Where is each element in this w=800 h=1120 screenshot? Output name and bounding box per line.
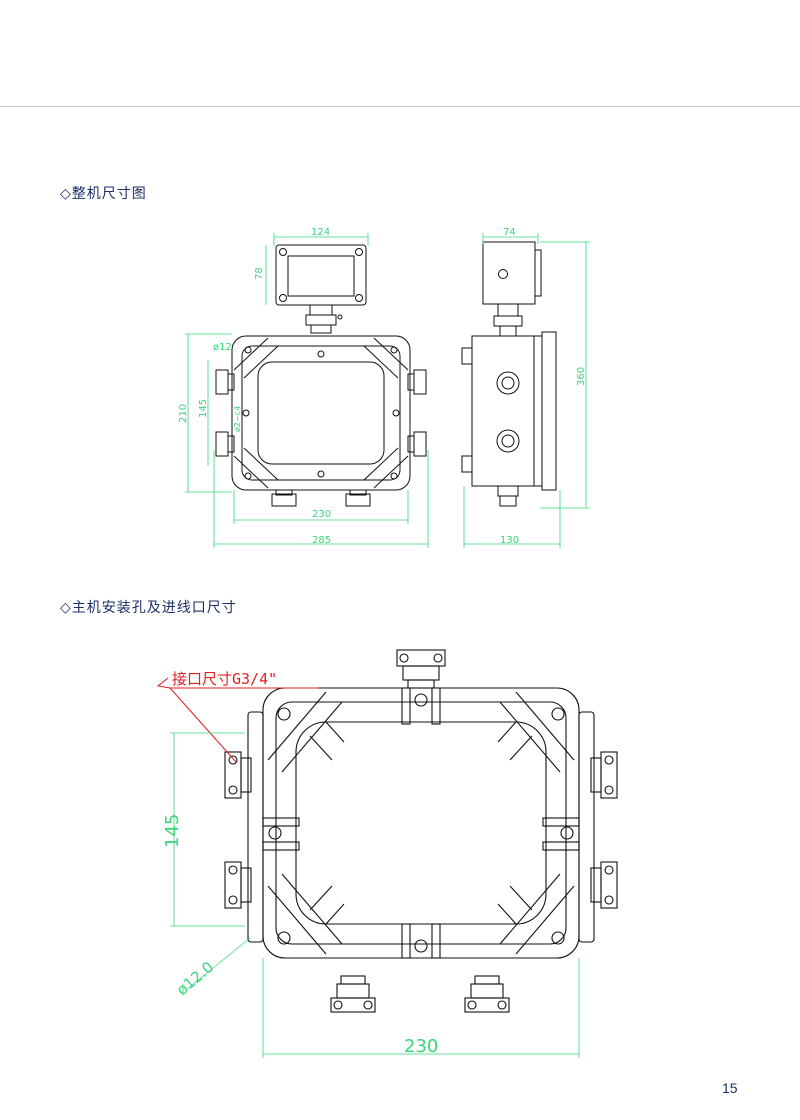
inner-height-dimension: 145 [198,399,209,418]
hole-diameter-dimension: ø12 [213,342,232,353]
total-height-dimension: 360 [576,367,587,386]
top-width-dimension: 124 [311,227,330,238]
small-diameter-dimension: ø2~c4 [233,406,242,432]
detail-diameter-dimension: ø12.0 [173,958,217,999]
page-number: 15 [722,1080,738,1096]
interface-size-annotation: 接口尺寸G3/4" [172,670,277,688]
detail-view [224,649,618,1013]
mounting-dimensions-title: ◇主机安装孔及进线口尺寸 [60,600,237,616]
interface-leader-line [156,677,318,763]
top-height-dimension: 78 [254,267,265,280]
outer-width-dimension: 285 [312,535,331,546]
inner-width-dimension: 230 [312,509,331,520]
detail-dimension-lines [170,732,580,1058]
front-view-dimension-lines [185,233,429,548]
side-bottom-width-dimension: 130 [500,535,519,546]
detail-width-dimension: 230 [404,1036,438,1057]
outer-height-dimension: 210 [178,404,189,423]
side-top-width-dimension: 74 [503,227,516,238]
detail-height-dimension: 145 [162,814,183,848]
front-view-small [215,244,427,507]
overall-dimensions-title: ◇整机尺寸图 [60,186,147,202]
side-view-dimension-lines [463,233,590,548]
top-rule [0,106,800,107]
side-view [461,241,557,507]
